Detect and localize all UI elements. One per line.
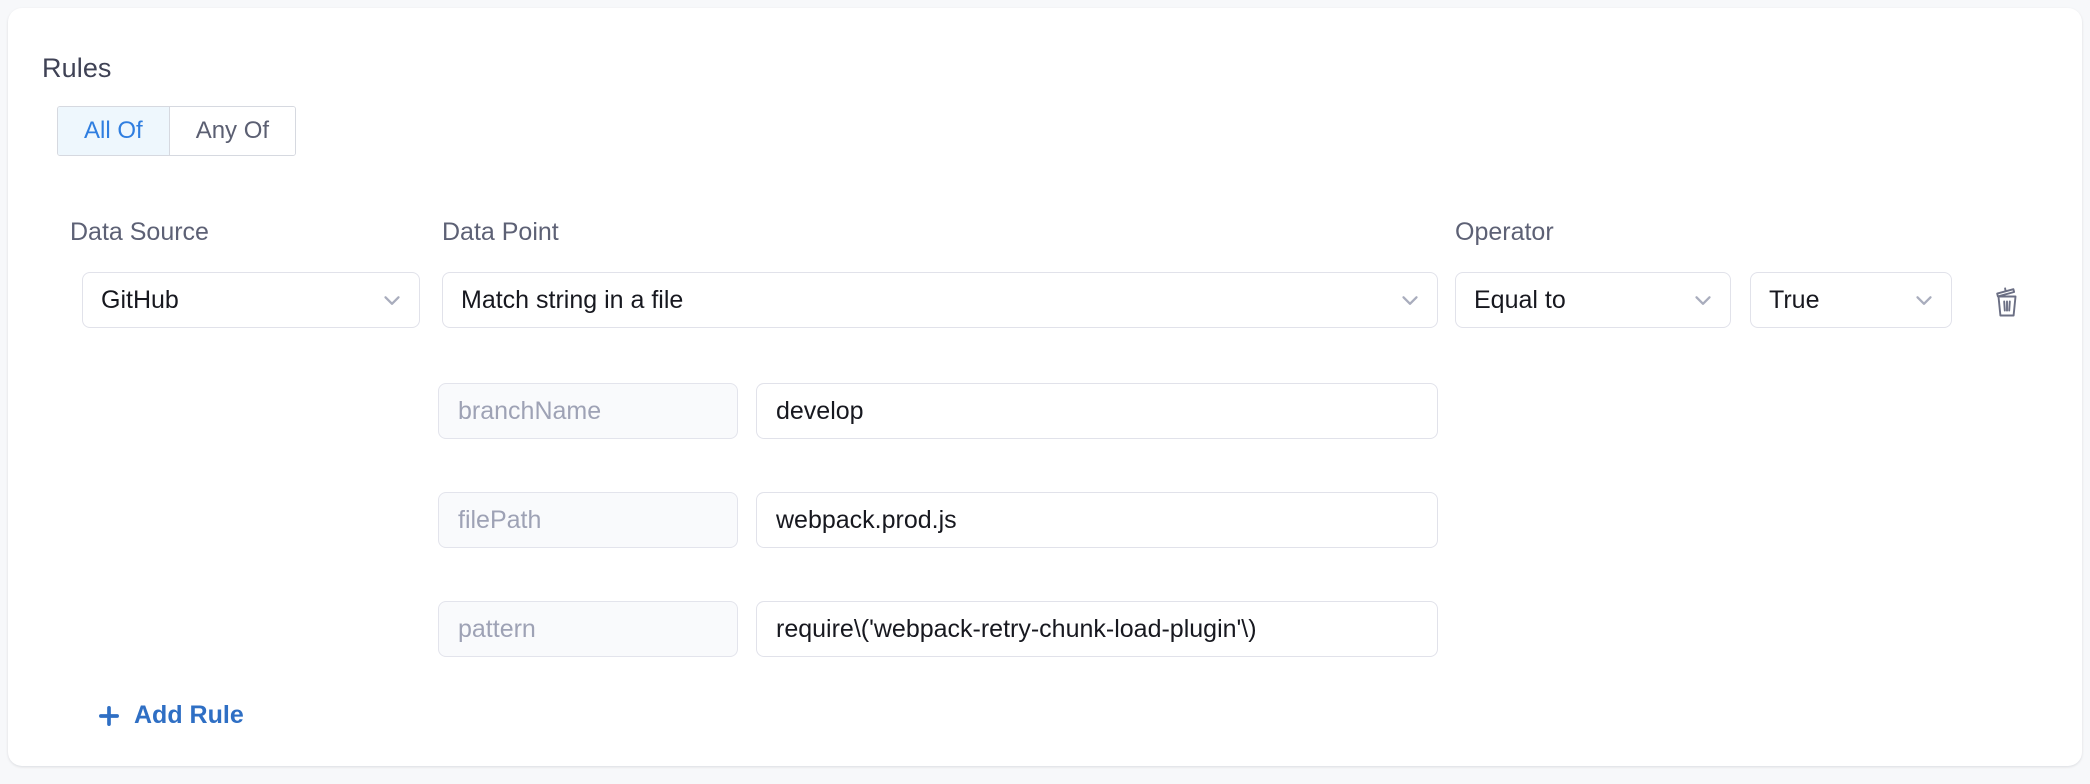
rules-card: Rules All Of Any Of Data Source Data Poi… [8, 8, 2082, 766]
tab-any-of[interactable]: Any Of [168, 107, 296, 155]
param-value-text: require\('webpack-retry-chunk-load-plugi… [776, 614, 1257, 643]
data-point-value: Match string in a file [461, 285, 684, 314]
param-value-field[interactable]: require\('webpack-retry-chunk-load-plugi… [756, 601, 1438, 657]
add-rule-button[interactable]: Add Rule [96, 701, 244, 730]
add-rule-label: Add Rule [134, 701, 244, 729]
chevron-down-icon [1916, 296, 1932, 305]
param-key-field[interactable]: branchName [438, 383, 738, 439]
param-value-text: webpack.prod.js [776, 505, 957, 534]
trash-icon [1996, 287, 2017, 317]
match-mode-tab-group: All Of Any Of [57, 106, 297, 156]
param-value-text: develop [776, 396, 864, 425]
operator-value: Equal to [1474, 285, 1566, 314]
param-key-label: filePath [458, 505, 542, 534]
operator-comparison-value: True [1769, 285, 1820, 314]
data-source-value: GitHub [101, 285, 179, 314]
param-value-field[interactable]: develop [756, 383, 1438, 439]
page-title: Rules [42, 53, 112, 83]
chevron-down-icon [384, 296, 400, 305]
label-data-point: Data Point [442, 218, 559, 246]
chevron-down-icon [1402, 296, 1418, 305]
data-point-select[interactable]: Match string in a file [442, 272, 1438, 328]
param-key-label: branchName [458, 396, 602, 425]
param-value-field[interactable]: webpack.prod.js [756, 492, 1438, 548]
label-data-source: Data Source [70, 218, 209, 246]
param-key-field[interactable]: pattern [438, 601, 738, 657]
label-operator: Operator [1455, 218, 1554, 246]
param-key-label: pattern [458, 614, 536, 643]
data-source-select[interactable]: GitHub [82, 272, 420, 328]
chevron-down-icon [1695, 296, 1711, 305]
tab-all-of[interactable]: All Of [58, 107, 169, 155]
param-key-field[interactable]: filePath [438, 492, 738, 548]
operator-comparison-select[interactable]: True [1750, 272, 1952, 328]
operator-select[interactable]: Equal to [1455, 272, 1731, 328]
delete-rule-button[interactable] [1985, 280, 2029, 324]
plus-icon [99, 705, 119, 726]
